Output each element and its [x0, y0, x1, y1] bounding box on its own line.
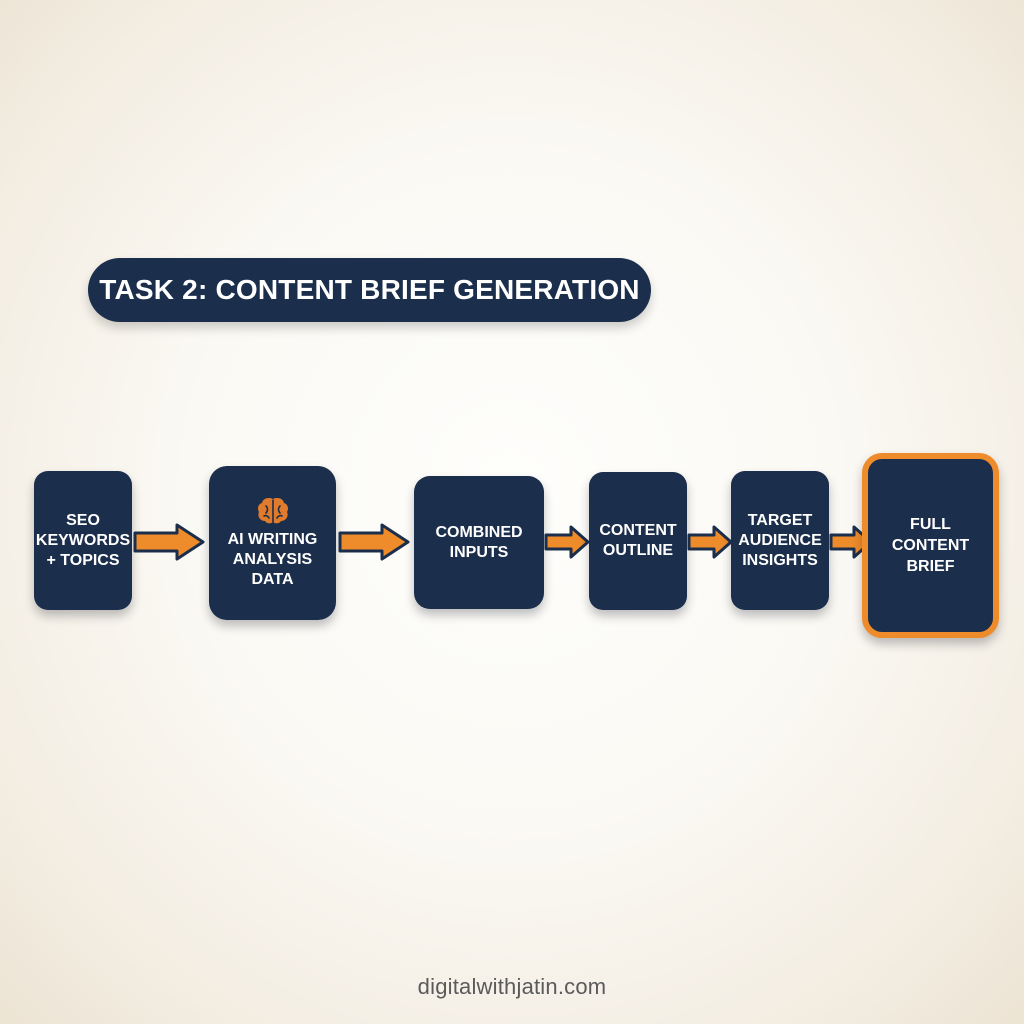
node-label: FULL CONTENT BRIEF [886, 514, 975, 577]
arrow-icon [544, 525, 590, 559]
node-label-line: CONTENT [891, 537, 970, 554]
arrow-icon [133, 523, 205, 561]
node-seo-keywords-topics: SEO KEYWORDS + TOPICS [34, 471, 132, 610]
node-label: AI WRITING ANALYSIS DATA [222, 530, 324, 590]
node-label-line: AUDIENCE [738, 531, 822, 549]
arrow-icon [338, 523, 410, 561]
node-label-line: INPUTS [449, 543, 509, 561]
node-label-line: DATA [251, 571, 294, 588]
title-banner: TASK 2: CONTENT BRIEF GENERATION [88, 258, 651, 322]
node-label-line: SEO [66, 511, 100, 529]
diagram-title: TASK 2: CONTENT BRIEF GENERATION [99, 274, 640, 305]
node-label-line: FULL [910, 516, 951, 533]
node-label-line: TARGET [747, 511, 813, 529]
footer-watermark: digitalwithjatin.com [417, 974, 607, 999]
node-label-line: + TOPICS [46, 551, 120, 569]
brain-icon [257, 498, 288, 524]
node-label-line: INSIGHTS [742, 551, 818, 569]
node-label: SEO KEYWORDS + TOPICS [30, 511, 136, 571]
node-full-content-brief: FULL CONTENT BRIEF [862, 453, 999, 638]
node-label-line: BRIEF [906, 558, 955, 575]
node-label-line: AI WRITING [227, 531, 318, 548]
node-label-line: ANALYSIS [232, 551, 313, 568]
node-label: CONTENT OUTLINE [593, 521, 682, 561]
node-label: COMBINED INPUTS [429, 523, 528, 563]
node-ai-writing-analysis-data: AI WRITING ANALYSIS DATA [209, 466, 336, 620]
node-label-line: CONTENT [599, 522, 677, 539]
arrow-icon [687, 525, 733, 559]
node-target-audience-insights: TARGET AUDIENCE INSIGHTS [731, 471, 829, 610]
node-label-line: OUTLINE [602, 542, 674, 559]
node-content-outline: CONTENT OUTLINE [589, 472, 687, 610]
node-label-line: KEYWORDS [35, 531, 131, 549]
node-combined-inputs: COMBINED INPUTS [414, 476, 544, 609]
node-label: TARGET AUDIENCE INSIGHTS [732, 511, 828, 571]
node-label-line: COMBINED [435, 523, 523, 541]
